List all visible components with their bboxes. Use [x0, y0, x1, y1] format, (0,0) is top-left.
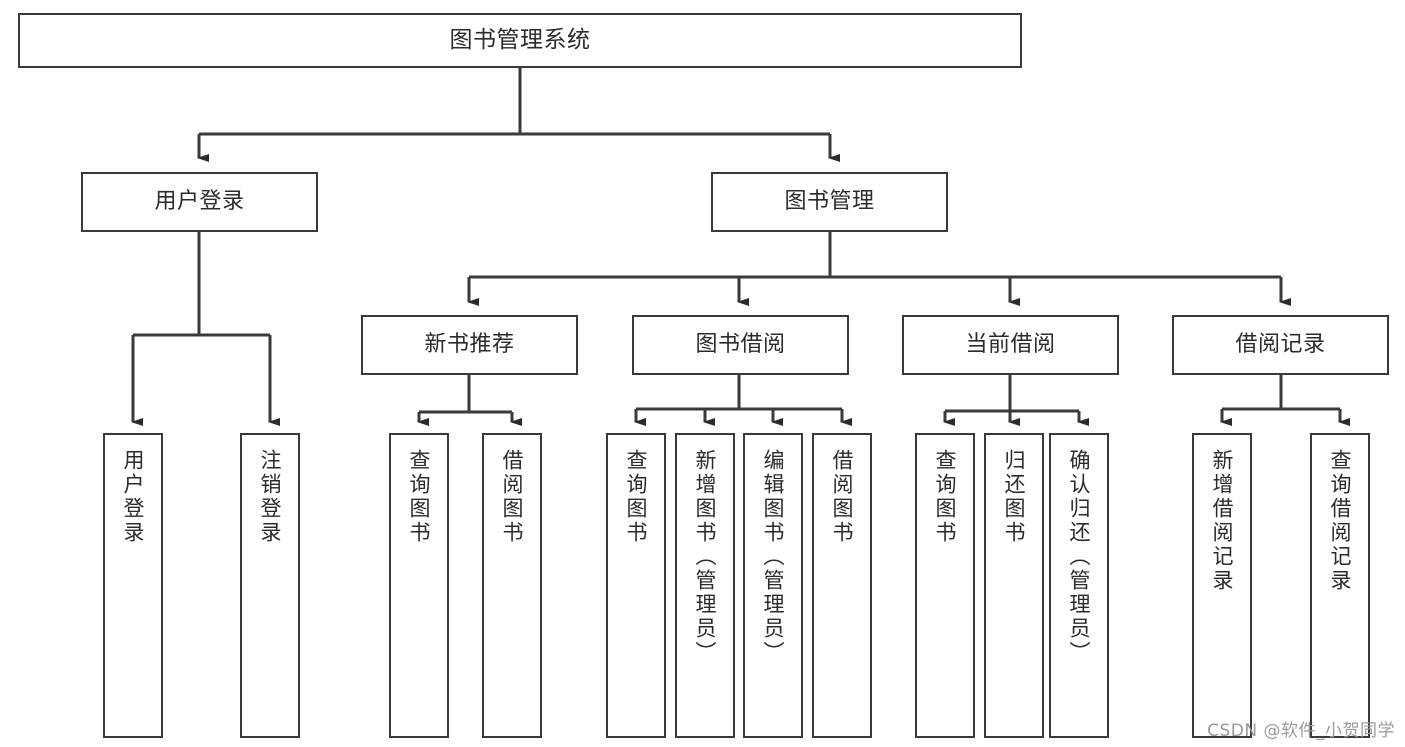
- node-label: 用户登录: [121, 449, 146, 545]
- leaf-add-book-admin[interactable]: 新增图书（管理员）: [675, 433, 735, 738]
- node-label: 借阅记录: [1235, 332, 1326, 358]
- leaf-confirm-return-admin[interactable]: 确认归还（管理员）: [1049, 433, 1109, 738]
- leaf-user-login[interactable]: 用户登录: [103, 433, 163, 738]
- leaf-add-borrow-record[interactable]: 新增借阅记录: [1192, 433, 1252, 738]
- node-label: 借阅图书: [830, 449, 855, 545]
- leaf-query-borrow-record[interactable]: 查询借阅记录: [1310, 433, 1370, 738]
- leaf-logout[interactable]: 注销登录: [240, 433, 300, 738]
- node-label: 注销登录: [258, 449, 283, 545]
- node-label: 当前借阅: [965, 332, 1056, 358]
- node-label: 新增借阅记录: [1210, 449, 1235, 593]
- node-book-management[interactable]: 图书管理: [711, 172, 948, 232]
- node-label: 查询图书: [933, 449, 958, 545]
- node-label: 归还图书: [1002, 449, 1027, 545]
- leaf-return-book[interactable]: 归还图书: [984, 433, 1044, 738]
- node-label: 新增图书（管理员）: [693, 449, 718, 665]
- node-label: 新书推荐: [424, 332, 515, 358]
- node-label: 图书管理系统: [449, 26, 591, 53]
- node-book-borrow[interactable]: 图书借阅: [632, 315, 849, 375]
- node-current-borrow[interactable]: 当前借阅: [902, 315, 1119, 375]
- node-root-system[interactable]: 图书管理系统: [18, 13, 1022, 68]
- node-label: 图书管理: [784, 189, 875, 215]
- node-label: 编辑图书（管理员）: [761, 449, 786, 665]
- node-borrow-record[interactable]: 借阅记录: [1172, 315, 1389, 375]
- watermark: CSDN @软件_小贺同学: [1207, 721, 1395, 741]
- leaf-edit-book-admin[interactable]: 编辑图书（管理员）: [743, 433, 803, 738]
- node-user-login[interactable]: 用户登录: [81, 172, 318, 232]
- leaf-query-book-recommend[interactable]: 查询图书: [389, 433, 449, 738]
- leaf-query-book-current[interactable]: 查询图书: [915, 433, 975, 738]
- node-label: 确认归还（管理员）: [1067, 449, 1092, 665]
- node-label: 查询图书: [624, 449, 649, 545]
- node-label: 借阅图书: [500, 449, 525, 545]
- leaf-query-book-borrow[interactable]: 查询图书: [606, 433, 666, 738]
- leaf-borrow-book[interactable]: 借阅图书: [812, 433, 872, 738]
- leaf-borrow-book-recommend[interactable]: 借阅图书: [482, 433, 542, 738]
- node-label: 查询借阅记录: [1328, 449, 1353, 593]
- node-new-book-recommend[interactable]: 新书推荐: [361, 315, 578, 375]
- node-label: 查询图书: [407, 449, 432, 545]
- node-label: 用户登录: [154, 189, 245, 215]
- node-label: 图书借阅: [695, 332, 786, 358]
